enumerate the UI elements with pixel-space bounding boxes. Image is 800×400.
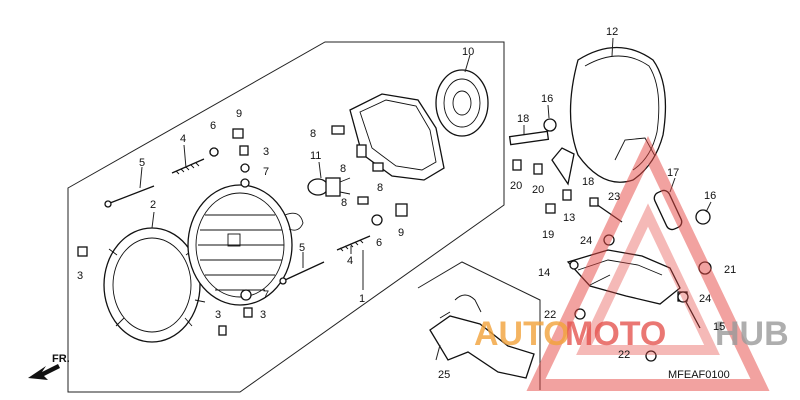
callout-9: 9: [236, 108, 242, 120]
washer-24-b: [677, 291, 689, 303]
watermark-text-auto: AUTO: [474, 315, 570, 353]
callout-17: 17: [667, 167, 679, 179]
callout-14: 14: [538, 267, 550, 279]
callout-16: 16: [704, 190, 716, 202]
callout-8: 8: [340, 163, 346, 175]
headlight-case-bracket: [331, 93, 445, 205]
assembly-frame: [67, 41, 505, 393]
callout-13: 13: [563, 212, 575, 224]
callout-18: 18: [582, 176, 594, 188]
case-stay-right: [551, 147, 575, 186]
callout-23: 23: [608, 191, 620, 203]
callout-19: 19: [542, 229, 554, 241]
leader-lines: [139, 37, 712, 361]
adjusting-screw-lower: [336, 235, 371, 252]
callout-24: 24: [580, 235, 592, 247]
callout-5: 5: [299, 242, 305, 254]
lower-bracket: [429, 294, 535, 379]
bolt-19: [545, 203, 556, 214]
callout-6: 6: [210, 120, 216, 132]
direction-label: FR.: [52, 353, 70, 365]
callout-4: 4: [347, 255, 353, 267]
callout-12: 12: [606, 26, 618, 38]
front-direction-arrow: [28, 364, 60, 380]
nut-22-b: [645, 350, 657, 362]
grommet-9-lower: [395, 203, 408, 217]
screw-9-upper: [232, 128, 244, 139]
callout-4: 4: [180, 133, 186, 145]
nut-6-lower: [371, 214, 383, 226]
callout-22: 22: [618, 349, 630, 361]
callout-7: 7: [263, 289, 269, 301]
callout-3: 3: [77, 270, 83, 282]
socket-cover: [435, 69, 489, 137]
callout-24: 24: [699, 293, 711, 305]
headlight-bulb: [307, 177, 351, 197]
screw-13: [562, 189, 572, 201]
callout-20: 20: [532, 184, 544, 196]
callout-20: 20: [510, 180, 522, 192]
callout-18: 18: [517, 113, 529, 125]
callout-7: 7: [263, 166, 269, 178]
screw-20-left: [512, 159, 522, 171]
callout-8: 8: [341, 197, 347, 209]
callout-16: 16: [541, 93, 553, 105]
diagram-code: MFEAF0100: [668, 369, 730, 381]
callout-3: 3: [215, 309, 221, 321]
callout-6: 6: [376, 237, 382, 249]
callout-8: 8: [310, 128, 316, 140]
screw-3-bottom-a: [243, 307, 253, 318]
callout-21: 21: [724, 264, 736, 276]
grommet-7-lower: [240, 289, 252, 301]
callout-5: 5: [139, 157, 145, 169]
callout-11: 11: [310, 150, 321, 162]
screw-3-right-upper: [239, 145, 249, 156]
spacer-plate: [508, 130, 550, 146]
nut-6-upper: [209, 147, 219, 157]
watermark-text-hub: HUB: [715, 315, 789, 353]
callout-3: 3: [260, 309, 266, 321]
screw-5-lower: [279, 261, 325, 285]
callout-9: 9: [398, 227, 404, 239]
bracket-frame: [417, 261, 541, 390]
screw-3-left: [77, 246, 88, 257]
screw-3-bottom-b: [218, 325, 227, 336]
callout-8: 8: [377, 182, 383, 194]
collar-16-right: [695, 209, 711, 225]
callout-2: 2: [150, 199, 156, 211]
watermark-logo: [526, 136, 770, 391]
grommet-7-upper: [240, 163, 250, 173]
callout-25: 25: [438, 369, 450, 381]
headlight-unit: [187, 178, 304, 306]
watermark-text-moto: MOTO: [565, 315, 666, 353]
callout-1: 1: [359, 293, 365, 305]
screw-20-right: [533, 163, 543, 175]
callout-3: 3: [263, 146, 269, 158]
screw-5-upper: [104, 185, 155, 208]
callout-22: 22: [544, 309, 556, 321]
callout-10: 10: [462, 46, 474, 58]
collar-16-upper: [543, 118, 557, 132]
callout-15: 15: [713, 321, 725, 333]
